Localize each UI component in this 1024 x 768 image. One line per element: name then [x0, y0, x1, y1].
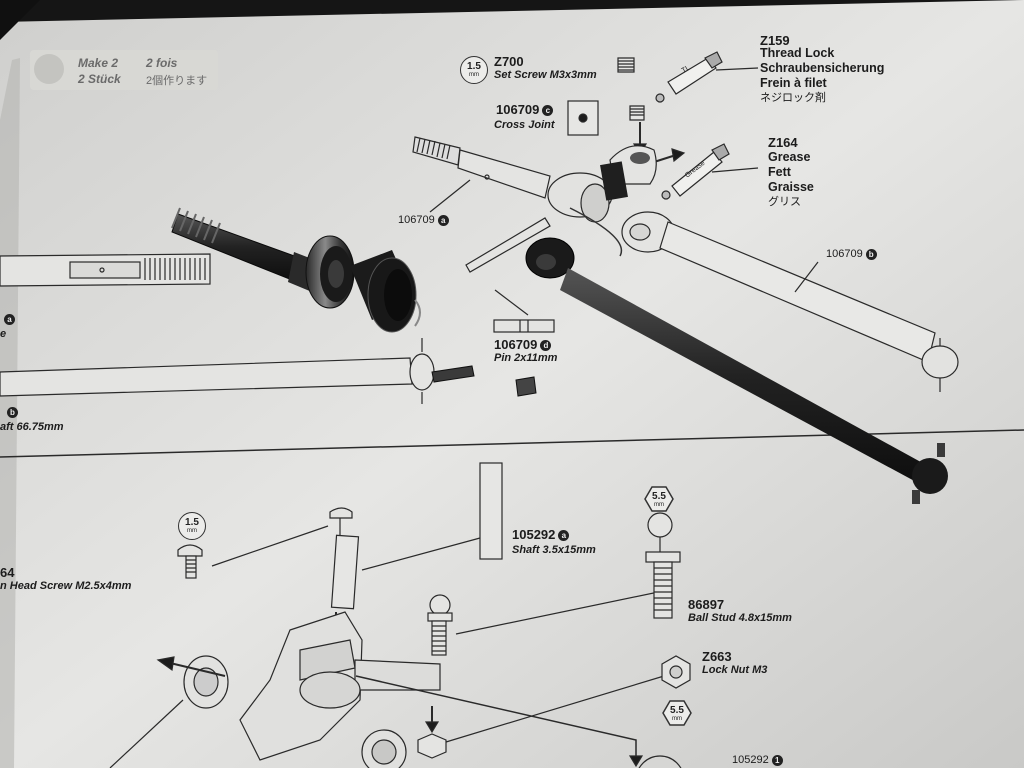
part-number-z159: Z159	[760, 33, 790, 48]
left-fragment-a: a	[0, 313, 15, 325]
z164-de: Fett	[768, 165, 791, 179]
make-count-box: Make 2 2 fois 2 Stück 2個作ります	[30, 50, 218, 90]
z164-fr: Graisse	[768, 180, 814, 194]
z164-en: Grease	[768, 150, 811, 164]
make-count-ja: 2個作ります	[146, 75, 208, 87]
make-count-icon	[34, 54, 64, 84]
z164-ja: グリス	[768, 196, 801, 208]
make-count-de: 2 Stück	[78, 72, 121, 86]
z159-fr: Frein à filet	[760, 76, 827, 90]
part-name-set-screw: Set Screw M3x3mm	[494, 69, 597, 81]
left-fragment-b-badge: b	[4, 404, 18, 422]
physical-parts	[171, 152, 948, 504]
z159-en: Thread Lock	[760, 46, 835, 60]
z159-ja: ネジロック剤	[760, 92, 826, 104]
part-number-z700: Z700	[494, 54, 524, 69]
left-fragment-b-text: aft 66.75mm	[0, 421, 64, 433]
part-name-pin: Pin 2x11mm	[494, 352, 558, 364]
make-count-en: Make 2	[78, 56, 119, 70]
make-count-fr: 2 fois	[146, 56, 178, 70]
part-name-shaft: Shaft 3.5x15mm	[512, 544, 596, 556]
part-number-z164: Z164	[768, 135, 798, 150]
part-number-z663: Z663	[702, 649, 732, 664]
screw-part-number-fragment: 64	[0, 565, 15, 580]
left-fragment-a-text: e	[0, 328, 7, 340]
part-name-cross-joint: Cross Joint	[494, 119, 555, 131]
part-name-lock-nut: Lock Nut M3	[702, 664, 768, 676]
part-number-86897: 86897	[688, 597, 725, 612]
part-name-screw: n Head Screw M2.5x4mm	[0, 580, 132, 592]
z159-de: Schraubensicherung	[760, 61, 885, 75]
part-name-ball-stud: Ball Stud 4.8x15mm	[688, 612, 792, 624]
lower-diagram	[109, 462, 691, 768]
upper-diagram	[0, 51, 959, 404]
